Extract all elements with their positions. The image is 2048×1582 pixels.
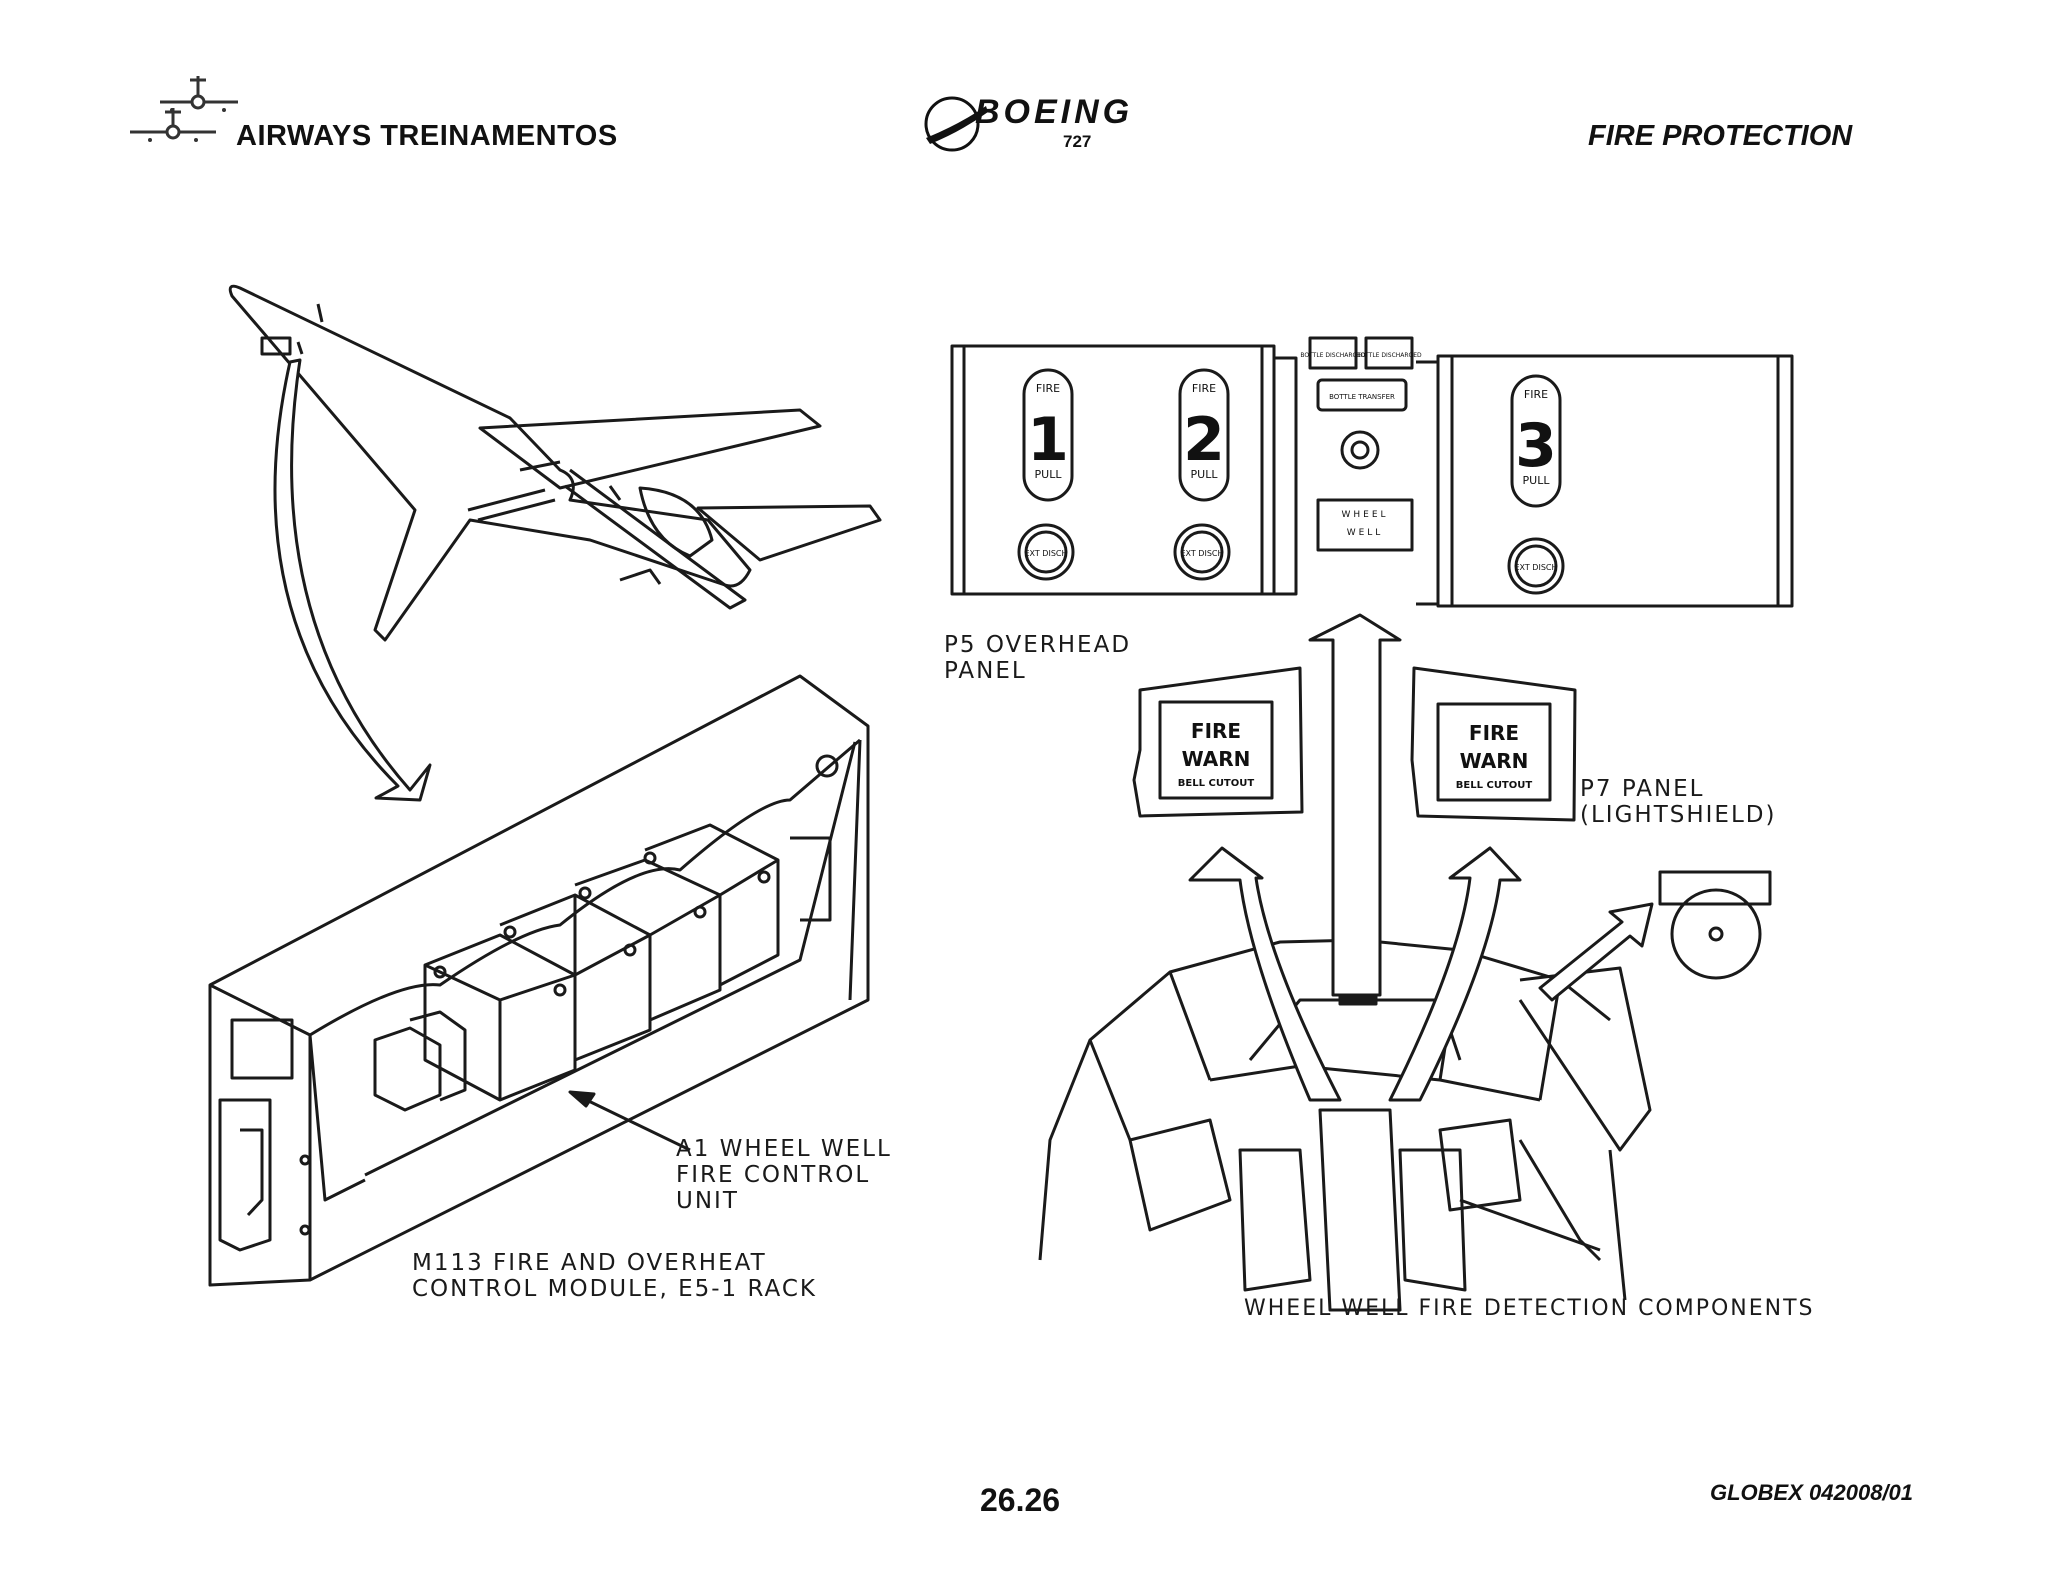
- fire-handle-2[interactable]: FIRE 2 PULL EXT DISCH: [1180, 382, 1224, 558]
- svg-text:FIRE: FIRE: [1036, 382, 1060, 395]
- svg-text:BELL CUTOUT: BELL CUTOUT: [1456, 780, 1533, 791]
- airways-logo-icon: [130, 76, 238, 142]
- fire-warn-light-left[interactable]: FIRE WARN BELL CUTOUT: [1178, 719, 1255, 789]
- e5-rack-drawing: [208, 674, 870, 1287]
- svg-text:FIRE: FIRE: [1469, 721, 1519, 745]
- company-name: AIRWAYS TREINAMENTOS: [236, 120, 618, 152]
- svg-text:EXT DISCH: EXT DISCH: [1514, 563, 1557, 572]
- fire-handle-3[interactable]: FIRE 3 PULL EXT DISCH: [1514, 388, 1557, 572]
- section-title: FIRE PROTECTION: [1588, 120, 1853, 152]
- bottle-discharged-light-left: BOTTLE DISCHARGED: [1300, 352, 1366, 359]
- boeing-wordmark: BOEING: [975, 93, 1134, 131]
- svg-text:BELL CUTOUT: BELL CUTOUT: [1178, 778, 1255, 789]
- bottle-transfer-label: BOTTLE TRANSFER: [1329, 393, 1395, 401]
- p7-panel-label: P7 PANEL (LIGHTSHIELD): [1580, 776, 1777, 828]
- svg-text:FIRE: FIRE: [1191, 719, 1241, 743]
- aircraft-model: 727: [1063, 132, 1092, 151]
- p5-overhead-panel-label: P5 OVERHEAD PANEL: [944, 632, 1132, 684]
- boeing-logo-icon: [924, 96, 988, 152]
- svg-text:EXT DISCH: EXT DISCH: [1024, 549, 1067, 558]
- fire-warn-panels-drawing: [1132, 666, 1577, 822]
- svg-text:PULL: PULL: [1035, 468, 1063, 481]
- m113-control-module-label: M113 FIRE AND OVERHEAT CONTROL MODULE, E…: [412, 1250, 818, 1302]
- svg-text:WARN: WARN: [1460, 749, 1529, 773]
- figure-caption: WHEEL WELL FIRE DETECTION COMPONENTS: [1244, 1296, 1815, 1321]
- document-code: GLOBEX 042008/01: [1710, 1480, 1914, 1505]
- svg-text:EXT DISCH: EXT DISCH: [1180, 549, 1223, 558]
- svg-text:2: 2: [1183, 405, 1225, 475]
- airplane-drawing: [228, 284, 882, 642]
- svg-text:PULL: PULL: [1523, 474, 1551, 487]
- bottle-discharged-light-right: BOTTLE DISCHARGED: [1356, 352, 1422, 359]
- svg-text:FIRE: FIRE: [1524, 388, 1548, 401]
- a1-fire-control-unit-label: A1 WHEEL WELL FIRE CONTROL UNIT: [676, 1136, 892, 1214]
- lightshield-detail-drawing: [1658, 870, 1772, 980]
- fire-warn-light-right[interactable]: FIRE WARN BELL CUTOUT: [1456, 721, 1533, 791]
- wheel-well-light-line2: WELL: [1347, 528, 1384, 538]
- svg-text:3: 3: [1515, 411, 1557, 481]
- svg-text:1: 1: [1027, 405, 1069, 475]
- p5-overhead-panel-drawing: [950, 336, 1794, 608]
- page-number: 26.26: [980, 1482, 1061, 1518]
- svg-text:WARN: WARN: [1182, 747, 1251, 771]
- svg-text:FIRE: FIRE: [1192, 382, 1216, 395]
- fire-handle-1[interactable]: FIRE 1 PULL EXT DISCH: [1024, 382, 1068, 558]
- wheel-well-light-line1: WHEEL: [1341, 510, 1388, 520]
- svg-text:PULL: PULL: [1191, 468, 1219, 481]
